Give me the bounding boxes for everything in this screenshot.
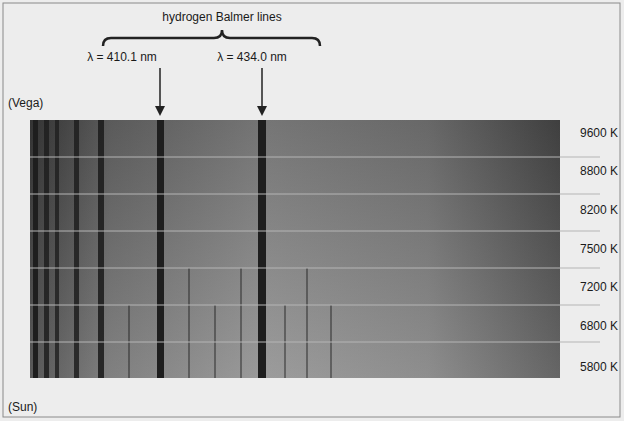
frame (3, 3, 620, 417)
bracket-label: hydrogen Balmer lines (162, 10, 281, 24)
wavelength-label: λ = 410.1 nm (87, 50, 157, 64)
arrows (155, 68, 267, 116)
star-label: (Sun) (8, 400, 37, 414)
brace (103, 30, 320, 46)
temperature-label: 7500 K (580, 242, 618, 256)
temperature-label: 7200 K (580, 280, 618, 294)
temperature-label: 8200 K (580, 203, 618, 217)
temperature-label: 6800 K (580, 319, 618, 333)
star-label: (Vega) (8, 96, 43, 110)
temperature-label: 8800 K (580, 164, 618, 178)
wavelength-label: λ = 434.0 nm (217, 50, 287, 64)
spectrum (30, 120, 600, 378)
temperature-label: 9600 K (580, 126, 618, 140)
temperature-label: 5800 K (580, 360, 618, 374)
